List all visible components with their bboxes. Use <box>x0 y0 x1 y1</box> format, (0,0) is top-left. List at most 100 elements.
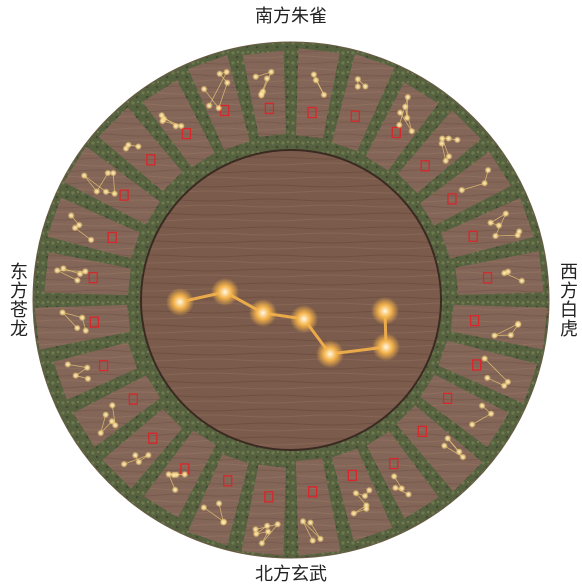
red-seal-mark-icon <box>223 475 233 487</box>
mansion-tile <box>102 408 183 489</box>
constellation-line <box>495 213 507 237</box>
mansion-tile <box>34 304 131 350</box>
red-seal-mark-icon <box>389 457 399 470</box>
red-seal-mark-icon <box>88 272 98 284</box>
constellation-line <box>398 96 409 126</box>
red-seal-mark-icon <box>264 491 274 503</box>
red-seal-mark-icon <box>417 425 428 438</box>
red-seal-mark-icon <box>468 230 478 242</box>
mansion-star-icon <box>396 109 404 117</box>
red-seal-mark-icon <box>391 126 401 139</box>
red-seal-mark-icon <box>420 160 430 172</box>
red-seal-mark-icon <box>128 393 138 405</box>
red-seal-mark-icon <box>98 359 109 372</box>
mansion-star-icon <box>109 169 117 177</box>
constellation-line <box>203 507 225 523</box>
mansion-tile <box>63 146 160 225</box>
mansion-tile <box>366 431 439 519</box>
north-black-tortoise-label: 北方玄武 <box>255 564 327 585</box>
mansion-tile <box>143 430 216 518</box>
red-seal-mark-icon <box>482 272 493 284</box>
mansion-star-icon <box>405 490 413 498</box>
center-wood-disc <box>140 149 442 451</box>
mansion-star-icon <box>131 451 139 459</box>
mansion-tile <box>241 464 286 556</box>
dipper-star <box>249 299 277 327</box>
constellation-line <box>461 182 485 191</box>
mansion-star-icon <box>263 75 271 83</box>
constellation-line <box>302 521 321 540</box>
mansion-star-icon <box>108 401 116 409</box>
mansion-tile <box>438 340 538 404</box>
constellation-line <box>494 323 519 336</box>
mansion-star-icon <box>515 227 523 235</box>
red-seal-mark-icon <box>264 102 275 115</box>
mansion-star-icon <box>455 448 463 456</box>
dipper-star <box>371 297 399 325</box>
mansion-tile <box>331 53 395 152</box>
mansion-tile <box>73 375 161 448</box>
mansion-tile <box>441 197 534 259</box>
mansion-tile <box>188 55 250 150</box>
red-seal-mark-icon <box>119 189 129 201</box>
mansion-star-icon <box>64 360 72 368</box>
constellation-line <box>83 175 107 193</box>
big-dipper-icon <box>166 278 400 368</box>
south-vermilion-bird-label: 南方朱雀 <box>255 6 327 27</box>
mansion-star-icon <box>361 82 369 90</box>
mansion-tile <box>187 454 249 546</box>
red-seal-mark-icon <box>469 315 480 327</box>
mansion-star-icon <box>310 71 318 79</box>
constellation-line <box>96 172 109 192</box>
constellation-line <box>302 521 314 541</box>
dipper-star <box>372 333 400 361</box>
mansion-tile <box>398 110 481 193</box>
constellation-line <box>313 74 325 96</box>
constellation-line <box>218 82 228 109</box>
west-white-tiger-label: 西方白虎 <box>557 262 578 338</box>
red-seal-mark-icon <box>347 469 358 482</box>
mansion-star-icon <box>478 402 486 410</box>
red-seal-mark-icon <box>472 359 482 371</box>
mansion-star-icon <box>518 277 526 285</box>
mansion-star-icon <box>172 122 180 130</box>
constellation-line <box>57 270 86 272</box>
constellation-line <box>57 270 78 281</box>
mansion-tile <box>420 374 509 448</box>
constellation-line <box>399 112 413 132</box>
mansion-star-icon <box>263 522 271 530</box>
mansion-star-icon <box>87 236 95 244</box>
constellation-line <box>495 234 518 237</box>
mansion-star-icon <box>483 374 491 382</box>
constellation-line <box>203 88 220 109</box>
dipper-star <box>290 305 318 333</box>
red-seal-mark-icon <box>307 486 318 498</box>
mansion-star-icon <box>177 122 185 130</box>
mansion-star-icon <box>362 505 370 513</box>
constellation-line <box>404 106 413 132</box>
red-seal-mark-icon <box>447 193 457 205</box>
mansion-star-icon <box>171 486 179 494</box>
red-seal-mark-icon <box>350 110 360 122</box>
red-seal-mark-icon <box>148 432 158 444</box>
mansion-tile <box>295 458 341 556</box>
red-seal-mark-icon <box>89 316 100 328</box>
mansion-star-icon <box>134 143 142 151</box>
constellation-line <box>62 312 78 329</box>
mansion-tile <box>53 342 138 400</box>
mansion-star-icon <box>200 85 208 93</box>
constellation-line <box>484 358 509 383</box>
mansion-star-icon <box>484 166 492 174</box>
red-seal-mark-icon <box>146 154 156 166</box>
mansion-star-icon <box>73 324 81 332</box>
dipper-star <box>211 278 239 306</box>
red-seal-mark-icon <box>442 392 453 405</box>
dipper-star <box>166 288 194 316</box>
mansion-tile <box>295 48 340 139</box>
mansion-star-icon <box>215 499 223 507</box>
red-seal-mark-icon <box>181 127 192 140</box>
mansion-star-icon <box>514 321 522 329</box>
mansion-star-icon <box>73 276 81 284</box>
red-seal-mark-icon <box>307 106 317 119</box>
